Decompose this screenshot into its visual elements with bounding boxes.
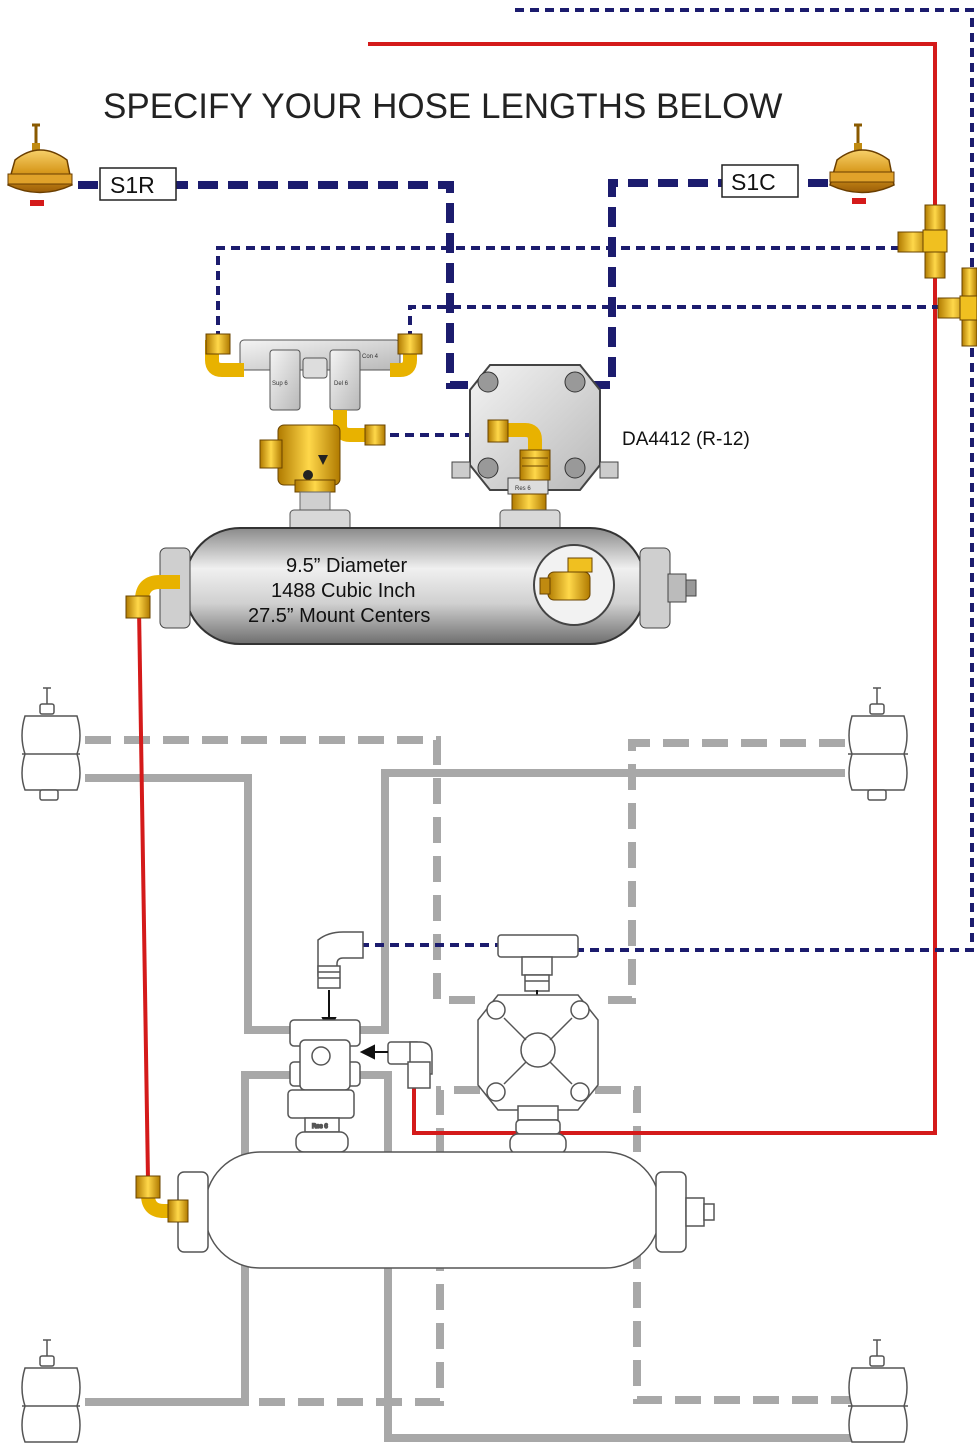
svg-text:Sup 6: Sup 6 <box>272 381 288 387</box>
svg-text:1488 Cubic Inch: 1488 Cubic Inch <box>271 580 416 602</box>
lower-tank-brass-elbow-icon <box>135 1175 189 1223</box>
hose-gray-dash-2 <box>595 739 845 1004</box>
brake-chamber-right-icon <box>829 123 895 204</box>
air-tank-upper: 9.5” Diameter 1488 Cubic Inch 27.5” Moun… <box>125 509 697 645</box>
svg-text:Res 6: Res 6 <box>515 486 531 492</box>
valve-model-label: DA4412 (R-12) <box>622 429 750 450</box>
lower-leveling-valve-icon: Res 6 <box>287 1019 361 1153</box>
svg-text:27.5” Mount Centers: 27.5” Mount Centers <box>248 605 430 627</box>
hose-gray-solid-1 <box>85 774 290 1034</box>
hose-s1r <box>78 181 490 389</box>
svg-text:S1R: S1R <box>110 172 155 198</box>
gray-lines <box>85 736 855 1442</box>
relay-valve-da4412-icon: Res 6 <box>451 364 619 515</box>
hose-navy-1 <box>216 246 905 340</box>
hose-label-s1c[interactable]: S1C <box>721 164 799 198</box>
hose-gray-dash-1 <box>85 736 480 1004</box>
air-spring-upper-left-icon <box>21 687 81 801</box>
svg-text:9.5” Diameter: 9.5” Diameter <box>286 555 407 577</box>
hose-navy-4 <box>515 8 974 952</box>
lower-relay-valve-icon <box>477 994 599 1155</box>
hose-label-s1r[interactable]: S1R <box>99 167 177 201</box>
page-title: SPECIFY YOUR HOSE LENGTHS BELOW <box>103 87 782 126</box>
hose-gray-solid-2 <box>360 769 845 1034</box>
air-spring-lower-right-icon <box>848 1339 908 1443</box>
svg-text:Con 4: Con 4 <box>362 354 379 360</box>
lower-side-elbow-fitting-icon <box>387 1041 433 1089</box>
brass-tee-lower-icon <box>937 267 977 347</box>
air-tank-lower <box>177 1151 715 1269</box>
svg-text:S1C: S1C <box>731 169 776 195</box>
hose-red-tank-link <box>137 607 150 1181</box>
hose-navy-2 <box>408 305 945 340</box>
air-spring-upper-right-icon <box>848 687 908 801</box>
air-spring-lower-left-icon <box>21 1339 81 1443</box>
svg-text:Res 6: Res 6 <box>312 1124 328 1130</box>
control-manifold-icon: Sup 6 Del 6 Con 4 <box>205 333 423 511</box>
brake-chamber-left-icon <box>7 123 73 206</box>
brass-tee-upper-icon <box>897 204 948 279</box>
red-supply-lines <box>137 42 937 1181</box>
lower-tee-fitting-icon <box>497 934 579 992</box>
lower-elbow-fitting-icon <box>317 931 364 989</box>
svg-text:Del 6: Del 6 <box>334 381 349 387</box>
hose-s1c <box>575 179 828 389</box>
hose-red-main <box>368 42 937 1135</box>
